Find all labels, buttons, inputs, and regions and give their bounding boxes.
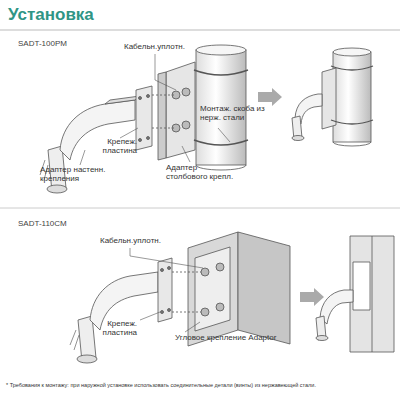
part-label: Кабельн.уплотн. [124, 43, 199, 52]
part-label: Крепеж. пластина [92, 320, 137, 338]
rule [0, 208, 400, 209]
mount-100pm [40, 45, 373, 193]
part-label: Крепеж. пластина [92, 138, 137, 156]
page-title: Установка [8, 6, 94, 25]
leader-lines [80, 54, 230, 332]
rule [0, 30, 400, 31]
footnote: * Требования к монтажу: при наружной уст… [6, 382, 394, 388]
part-label: Адаптер столбового крепл. [166, 164, 236, 182]
model-name: SADT-110CM [18, 220, 67, 229]
part-label: Адаптер настенн. крепления [40, 166, 110, 184]
part-label: Кабельн.уплотн. [100, 237, 175, 246]
model-name: SADT-100PM [18, 40, 67, 49]
part-label: Монтаж. скоба из нерж. стали [200, 105, 272, 123]
part-label: Угловое крепление Adaptor [175, 334, 295, 343]
mount-110cm [70, 232, 394, 363]
